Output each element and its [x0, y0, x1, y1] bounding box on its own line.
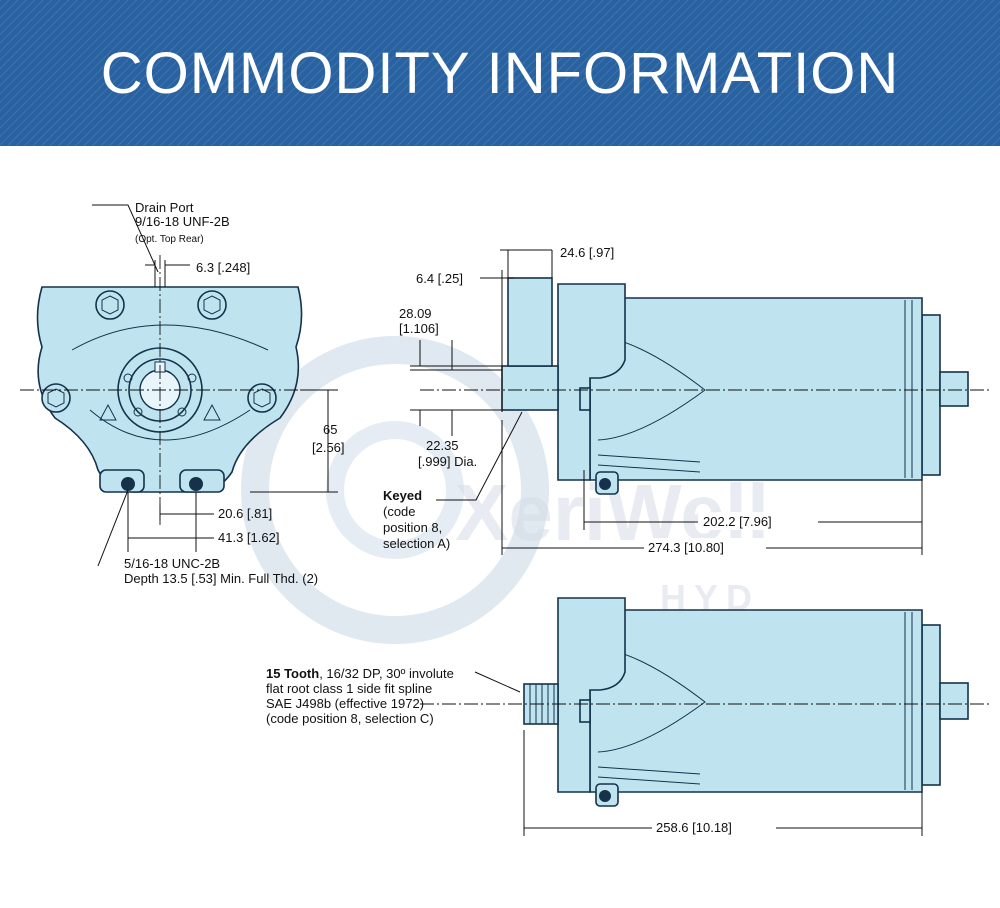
- bolt-left: [41, 383, 71, 413]
- banner-pattern: [0, 0, 1000, 146]
- dim-41-3: 41.3 [1.62]: [218, 530, 279, 545]
- drain-port-note: (Opt. Top Rear): [135, 234, 204, 245]
- page-title: COMMODITY INFORMATION: [100, 40, 900, 106]
- spline-label-line3: SAE J498b (effective 1972): [266, 696, 424, 711]
- keyed-line2: position 8,: [383, 520, 442, 535]
- dim-28-09: 28.09: [399, 306, 432, 321]
- side-view-keyed: 24.6 [.97] 6.4 [.25] 28.09 [1.106] 22.35…: [383, 245, 990, 556]
- keyed-shaft: [501, 365, 559, 411]
- keyed-title: Keyed: [383, 488, 422, 503]
- bottom-bolt-left: [99, 469, 145, 493]
- flange-spline: [557, 597, 626, 793]
- dim-65-in: [2.56]: [312, 440, 345, 455]
- dim-22-35: 22.35: [426, 438, 459, 453]
- front-view: Drain Port 9/16-18 UNF-2B (Opt. Top Rear…: [20, 200, 345, 586]
- bolt-top-left: [95, 290, 125, 320]
- keyed-line3: selection A): [383, 536, 450, 551]
- bolt-right: [247, 383, 277, 413]
- motor-body-keyed: [589, 297, 923, 481]
- side-view-spline: 15 Tooth, 16/32 DP, 30º involute flat ro…: [266, 597, 990, 836]
- dim-274-3: 274.3 [10.80]: [648, 540, 724, 555]
- dim-28-09-in: [1.106]: [399, 321, 439, 336]
- dim-6-4: 6.4 [.25]: [416, 271, 463, 286]
- drain-port-label: Drain Port: [135, 200, 194, 215]
- bolt-thread-depth: Depth 13.5 [.53] Min. Full Thd. (2): [124, 571, 318, 586]
- bolt-thread-label: 5/16-18 UNC-2B: [124, 556, 220, 571]
- dim-202-2: 202.2 [7.96]: [703, 514, 772, 529]
- flange-keyed: [557, 283, 626, 481]
- drain-port-thread: 9/16-18 UNF-2B: [135, 214, 230, 229]
- keyed-line1: (code: [383, 504, 416, 519]
- motor-body-spline: [589, 609, 923, 793]
- dim-6-3: 6.3 [.248]: [196, 260, 250, 275]
- bottom-bolt-right: [179, 469, 225, 493]
- shaft-key-side: [507, 277, 553, 367]
- dim-22-35-in: [.999] Dia.: [418, 454, 477, 469]
- dim-20-6: 20.6 [.81]: [218, 506, 272, 521]
- dim-65: 65: [323, 422, 337, 437]
- dim-258-6: 258.6 [10.18]: [656, 820, 732, 835]
- dim-24-6: 24.6 [.97]: [560, 245, 614, 260]
- header-banner: COMMODITY INFORMATION: [0, 0, 1000, 146]
- spline-label-line4: (code position 8, selection C): [266, 711, 434, 726]
- bolt-top-right: [197, 290, 227, 320]
- spline-label-line1: 15 Tooth, 16/32 DP, 30º involute: [266, 666, 454, 681]
- spline-label-line2: flat root class 1 side fit spline: [266, 681, 432, 696]
- technical-drawing: XeriWell HYD: [20, 200, 990, 836]
